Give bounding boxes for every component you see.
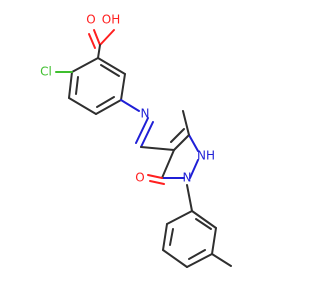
upper-ring-bond-3 <box>95 99 122 115</box>
lower-ring-inner-2 <box>188 249 206 260</box>
upper-ring-bond-1 <box>97 57 126 75</box>
lower-ring-bond-5 <box>162 223 168 251</box>
bond-layer <box>55 29 232 268</box>
pyrazole-inner-double <box>170 128 185 143</box>
upper-ring-inner-1 <box>100 64 120 77</box>
upper-ring-inner-3 <box>75 76 79 95</box>
upper-ring-bond-6 <box>71 57 99 73</box>
acid-oh-label: OH <box>102 13 120 27</box>
structure-canvas: OH O Cl N NH N O <box>40 12 232 268</box>
pyrazole-nitrogen-label: N <box>183 171 192 185</box>
ketone-bond-outer <box>147 174 163 179</box>
lower-ring-inner-3 <box>169 228 174 246</box>
ketone-bond-inner <box>149 180 165 185</box>
atom-label-layer: OH O Cl N NH N O <box>40 13 215 185</box>
upper-ring-bond-4 <box>68 97 97 115</box>
lower-ring-bond-1 <box>191 210 217 229</box>
imine-double-bond-outer <box>135 117 149 144</box>
lower-ring-bond-3 <box>186 253 213 268</box>
vinyl-bond <box>140 146 175 151</box>
lower-ring-bond-2 <box>211 227 217 255</box>
molecule-drawing: OH O Cl N NH N O <box>40 13 232 268</box>
chlorine-label: Cl <box>40 65 52 79</box>
upper-ring-bond-2 <box>120 73 126 101</box>
acid-carbonyl-bond <box>93 29 101 46</box>
pyrazole-bond-2 <box>188 134 199 152</box>
lower-ring-bond-4 <box>162 249 188 268</box>
lower-ring-connect-bond <box>186 184 193 212</box>
acid-carbonyl-double-bond <box>88 33 96 49</box>
ring-imine-bond <box>120 99 140 112</box>
lower-ring-bond-6 <box>166 210 193 225</box>
pyrazole-bond-3 <box>189 159 199 179</box>
acid-o-label: O <box>86 13 95 27</box>
imine-nitrogen-label: N <box>141 107 150 121</box>
imine-double-bond-inner <box>140 121 154 148</box>
upper-ring-inner-2 <box>96 96 115 108</box>
pyrazole-bond-5 <box>161 149 175 179</box>
pyrazole-bond-1 <box>173 134 190 151</box>
acid-carbon-ring-bond <box>97 44 101 59</box>
ketone-oxygen-label: O <box>135 171 144 185</box>
pyrazole-methyl-bond <box>182 110 190 136</box>
upper-ring-bond-5 <box>68 71 73 99</box>
acid-oh-bond <box>99 29 115 46</box>
pyrazole-nh-label: NH <box>197 149 215 163</box>
lower-ring-inner-1 <box>195 218 212 230</box>
tolyl-methyl-bond <box>211 253 232 267</box>
